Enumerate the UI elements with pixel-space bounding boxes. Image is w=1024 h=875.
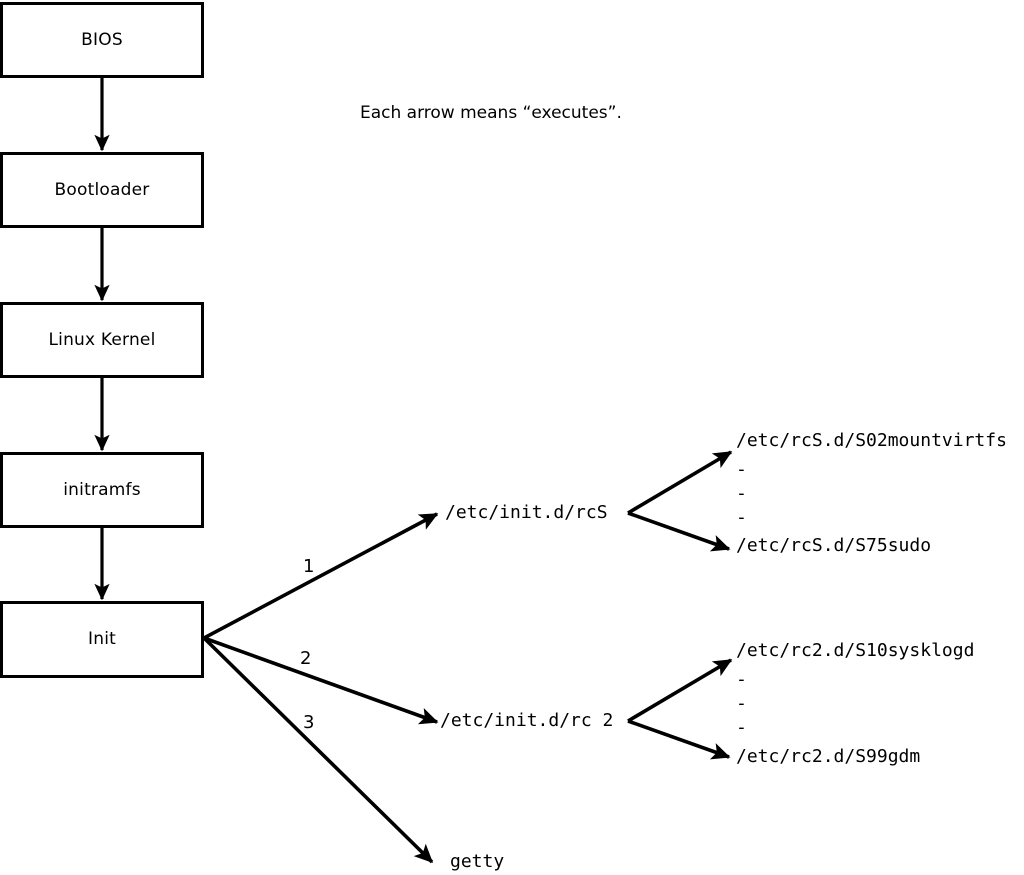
arrow-init-to-rcs bbox=[203, 512, 439, 640]
stage-label-bios: BIOS bbox=[81, 29, 123, 50]
stage-label-linux-kernel: Linux Kernel bbox=[48, 329, 156, 350]
stage-box-initramfs[interactable]: initramfs bbox=[0, 452, 204, 528]
stage-box-bios[interactable]: BIOS bbox=[0, 2, 204, 78]
arrow-rc2-to-last-script bbox=[627, 719, 731, 760]
edge-number-2: 2 bbox=[300, 648, 312, 669]
arrow-rcs-to-last-script bbox=[627, 511, 731, 552]
ellipsis-dash-rcs-3: - bbox=[736, 507, 747, 528]
legend-note: Each arrow means “executes”. bbox=[360, 103, 622, 123]
stage-box-linux-kernel[interactable]: Linux Kernel bbox=[0, 302, 204, 378]
ellipsis-dash-rc2-2: - bbox=[736, 693, 747, 714]
arrow-rc2-to-first-script bbox=[627, 658, 733, 723]
arrow-init-to-rc2 bbox=[203, 636, 439, 725]
arrow-rcs-to-first-script bbox=[627, 450, 733, 515]
ellipsis-dash-rcs-2: - bbox=[736, 483, 747, 504]
stage-label-bootloader: Bootloader bbox=[54, 179, 150, 200]
stage-box-bootloader[interactable]: Bootloader bbox=[0, 152, 204, 228]
ellipsis-dash-rcs-1: - bbox=[736, 459, 747, 480]
edge-number-3: 3 bbox=[303, 712, 315, 733]
script-label-rcs-last[interactable]: /etc/rcS.d/S75sudo bbox=[736, 535, 932, 556]
edge-number-1: 1 bbox=[303, 556, 315, 577]
script-label-rc2-first[interactable]: /etc/rc2.d/S10sysklogd bbox=[736, 640, 975, 661]
ellipsis-dash-rc2-3: - bbox=[736, 717, 747, 738]
script-label-rcs-first[interactable]: /etc/rcS.d/S02mountvirtfs bbox=[736, 430, 1007, 451]
branch-label-rcs[interactable]: /etc/init.d/rcS bbox=[445, 502, 608, 523]
branch-label-rc2[interactable]: /etc/init.d/rc 2 bbox=[440, 710, 614, 731]
stage-label-init: Init bbox=[88, 629, 116, 649]
branch-label-getty[interactable]: getty bbox=[450, 851, 505, 872]
ellipsis-dash-rc2-1: - bbox=[736, 669, 747, 690]
stage-box-init[interactable]: Init bbox=[0, 601, 204, 678]
arrow-init-to-getty bbox=[202, 636, 434, 864]
stage-label-initramfs: initramfs bbox=[63, 479, 141, 500]
script-label-rc2-last[interactable]: /etc/rc2.d/S99gdm bbox=[736, 746, 921, 767]
